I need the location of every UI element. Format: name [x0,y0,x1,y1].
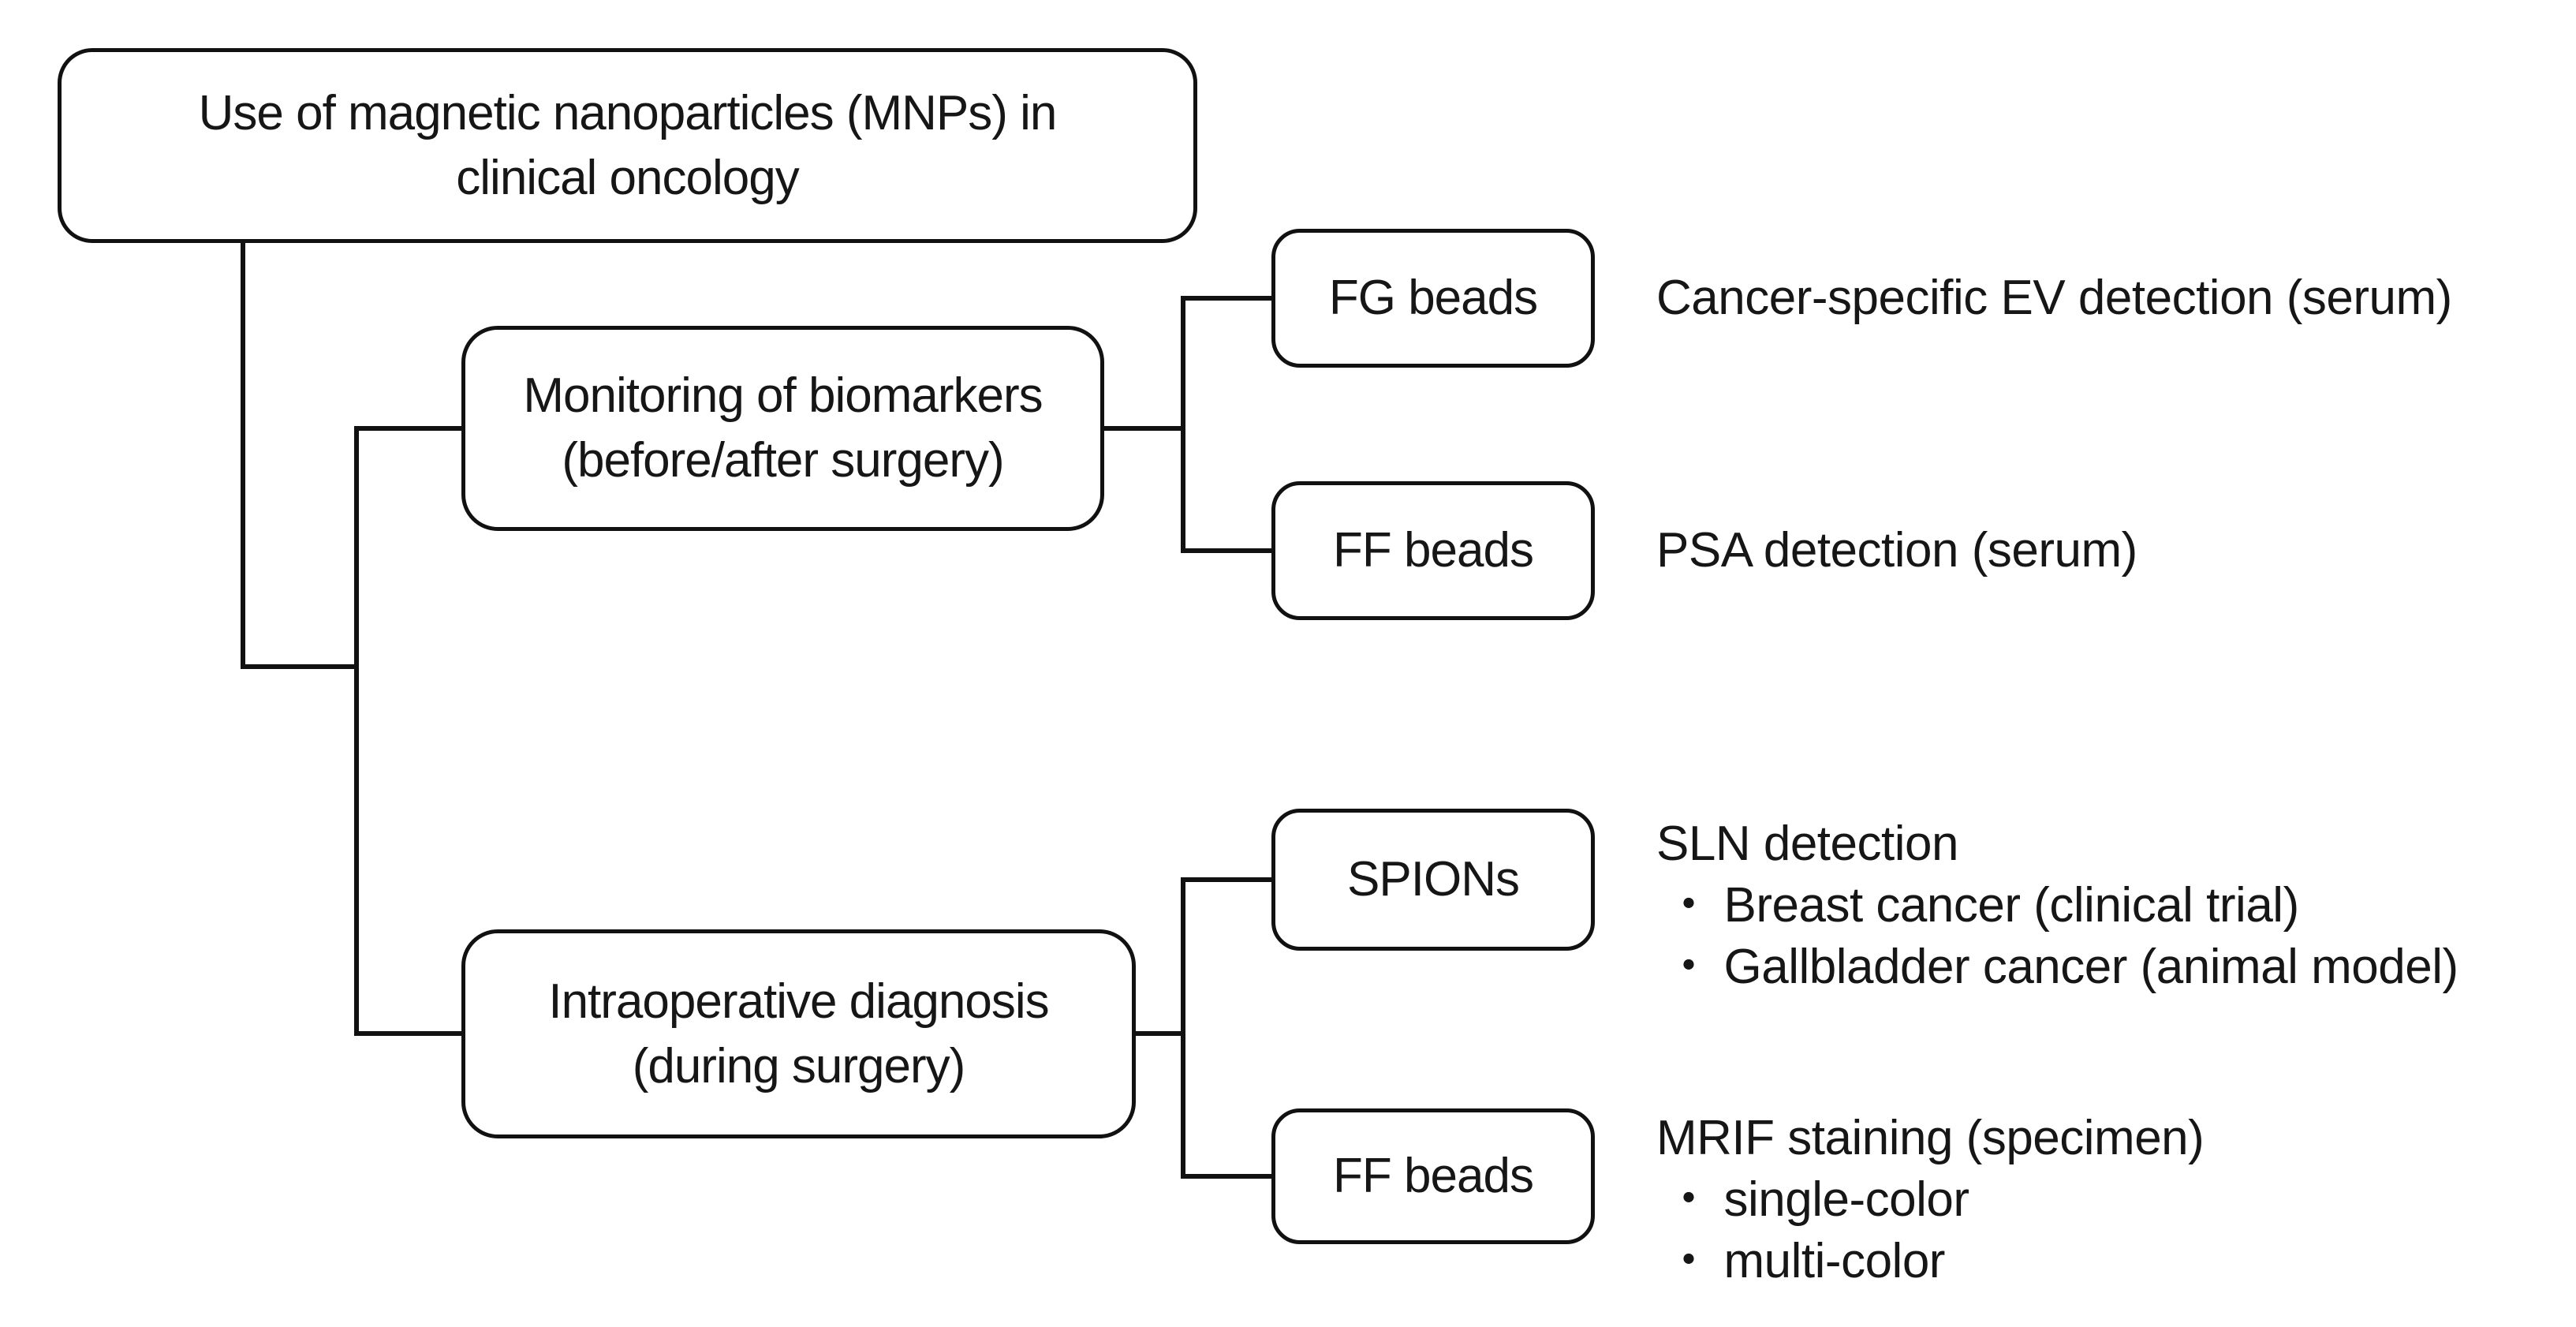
annotation-ff-beads-bottom-title: MRIF staining (specimen) [1656,1111,2205,1165]
annotation-ff-beads-bottom: MRIF staining (specimen) ・single-color ・… [1656,1108,2205,1292]
leaf-box-fg-beads: FG beads [1271,229,1595,368]
root-box-line-2: clinical oncology [456,150,799,205]
root-box: Use of magnetic nanoparticles (MNPs) in … [58,48,1197,243]
annotation-fg-beads-title: Cancer-specific EV detection (serum) [1656,271,2452,325]
category-box-intraoperative-line-2: (during surgery) [632,1038,966,1093]
leaf-box-ff-beads-bottom-label: FF beads [1333,1149,1534,1203]
category-box-intraoperative: Intraoperative diagnosis (during surgery… [461,929,1136,1138]
annotation-ff-beads-bottom-item-2-text: multi-color [1723,1234,1946,1288]
connector-monitoring-split [1181,296,1271,553]
leaf-box-ff-beads-top-label: FF beads [1333,523,1534,578]
annotation-spions-title: SLN detection [1656,817,1958,871]
bullet-dot: ・ [1664,878,1713,933]
root-box-line-1: Use of magnetic nanoparticles (MNPs) in [198,85,1058,140]
annotation-ff-beads-bottom-item-2: ・multi-color [1656,1231,2204,1292]
annotation-spions-item-2: ・Gallbladder cancer (animal model) [1656,936,2458,998]
annotation-ff-beads-bottom-item-1: ・single-color [1656,1169,2204,1231]
annotation-spions-item-2-text: Gallbladder cancer (animal model) [1723,940,2459,994]
leaf-box-ff-beads-top: FF beads [1271,481,1595,620]
leaf-box-spions: SPIONs [1271,809,1595,951]
annotation-spions-item-1-text: Breast cancer (clinical trial) [1723,878,2300,933]
connector-root-to-split [241,241,357,669]
category-box-monitoring-line-2: (before/after surgery) [562,433,1004,488]
annotation-spions: SLN detection ・Breast cancer (clinical t… [1656,813,2458,998]
category-box-monitoring: Monitoring of biomarkers (before/after s… [461,326,1104,531]
bullet-dot: ・ [1664,1172,1713,1227]
category-box-monitoring-line-1: Monitoring of biomarkers [523,368,1043,423]
leaf-box-spions-label: SPIONs [1347,852,1520,906]
annotation-fg-beads: Cancer-specific EV detection (serum) [1656,229,2452,368]
connector-split-to-category-boxes [354,426,461,1036]
annotation-ff-beads-top: PSA detection (serum) [1656,481,2137,620]
category-box-intraoperative-line-1: Intraoperative diagnosis [548,974,1049,1029]
annotation-spions-item-1: ・Breast cancer (clinical trial) [1656,875,2458,936]
bullet-dot: ・ [1664,940,1713,994]
annotation-ff-beads-top-title: PSA detection (serum) [1656,523,2137,578]
annotation-ff-beads-bottom-item-1-text: single-color [1723,1172,1970,1227]
connector-intraoperative-split [1181,877,1271,1179]
leaf-box-fg-beads-label: FG beads [1328,271,1538,325]
leaf-box-ff-beads-bottom: FF beads [1271,1108,1595,1244]
bullet-dot: ・ [1664,1234,1713,1288]
